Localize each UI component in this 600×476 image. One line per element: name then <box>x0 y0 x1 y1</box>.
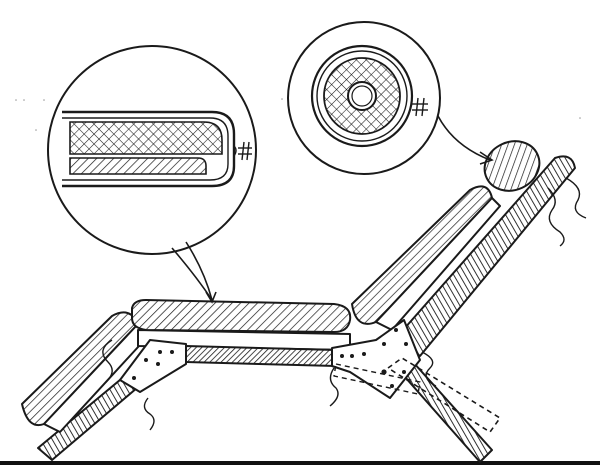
bolster-detail-leader <box>437 115 491 161</box>
back-frame <box>375 197 501 331</box>
alternate-leg-position-2 <box>333 363 421 395</box>
scan-noise <box>15 98 581 131</box>
cushion-detail-callout <box>47 45 257 304</box>
head-bolster <box>483 140 541 192</box>
left-joint-plate <box>119 339 187 393</box>
chair <box>21 140 587 463</box>
elastic-cords <box>102 177 587 431</box>
alternate-leg-position <box>387 357 501 433</box>
bolster-detail-callout <box>287 21 494 175</box>
seat-cushion <box>131 299 352 333</box>
stitch-mark-right <box>412 97 428 117</box>
left-joint-rivets <box>132 350 174 380</box>
stitch-mark-left <box>238 141 252 161</box>
foam-layer <box>69 121 223 155</box>
seat-lower-rail <box>185 345 337 367</box>
ground-line <box>0 461 600 465</box>
base-layer <box>69 157 207 175</box>
right-joint-plate <box>331 319 421 399</box>
back-rail <box>395 155 576 357</box>
cushion-detail-leader-2 <box>185 241 213 301</box>
